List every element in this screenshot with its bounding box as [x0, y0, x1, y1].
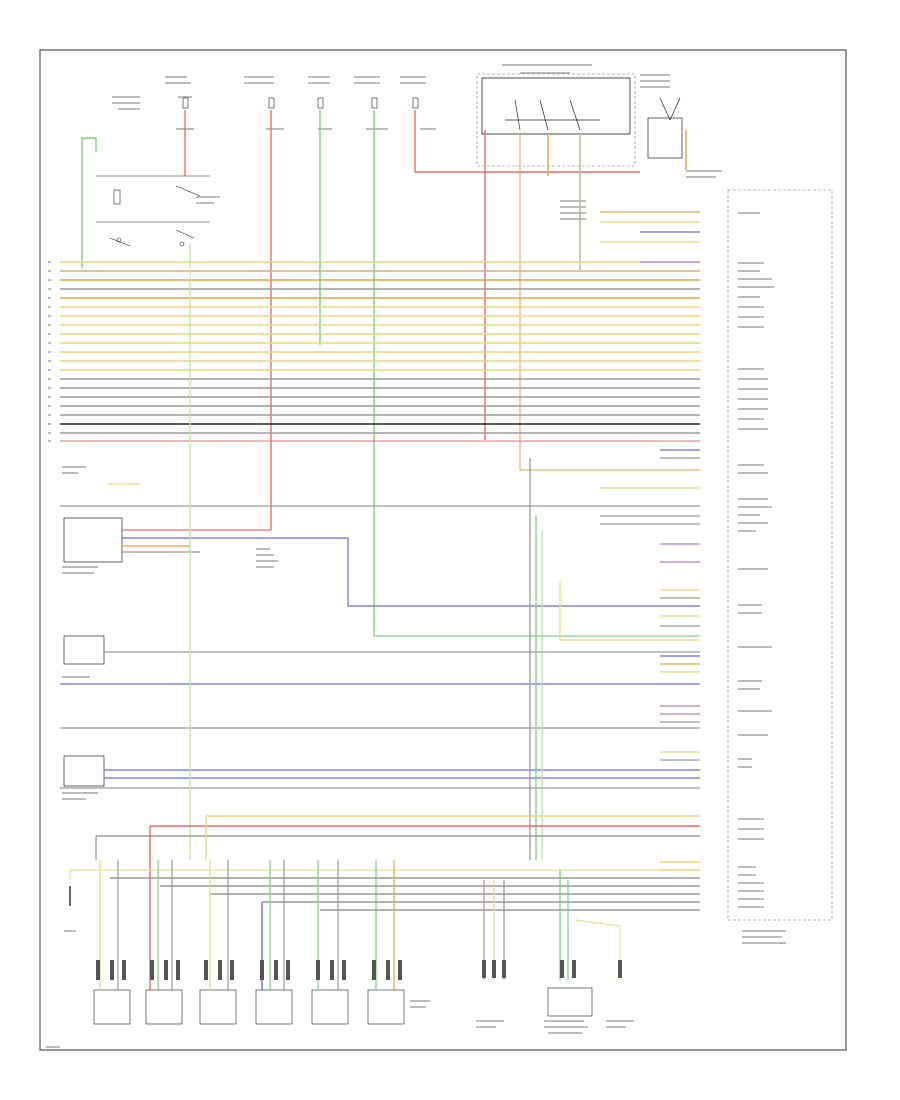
bottom-harness — [69, 815, 700, 990]
switch-box — [481, 77, 631, 135]
ecm-module-labels — [738, 212, 786, 944]
right-connector-pins — [600, 449, 700, 761]
left-components — [60, 244, 700, 860]
diagram-frame — [39, 49, 847, 1051]
bottom-connectors — [46, 860, 634, 1048]
right-vertical-bus — [529, 211, 700, 860]
top-components — [81, 64, 722, 636]
harness-bus — [60, 261, 700, 442]
top-labels — [112, 64, 722, 220]
left-pin-labels — [48, 261, 51, 442]
ecm-module-outline — [727, 189, 833, 921]
